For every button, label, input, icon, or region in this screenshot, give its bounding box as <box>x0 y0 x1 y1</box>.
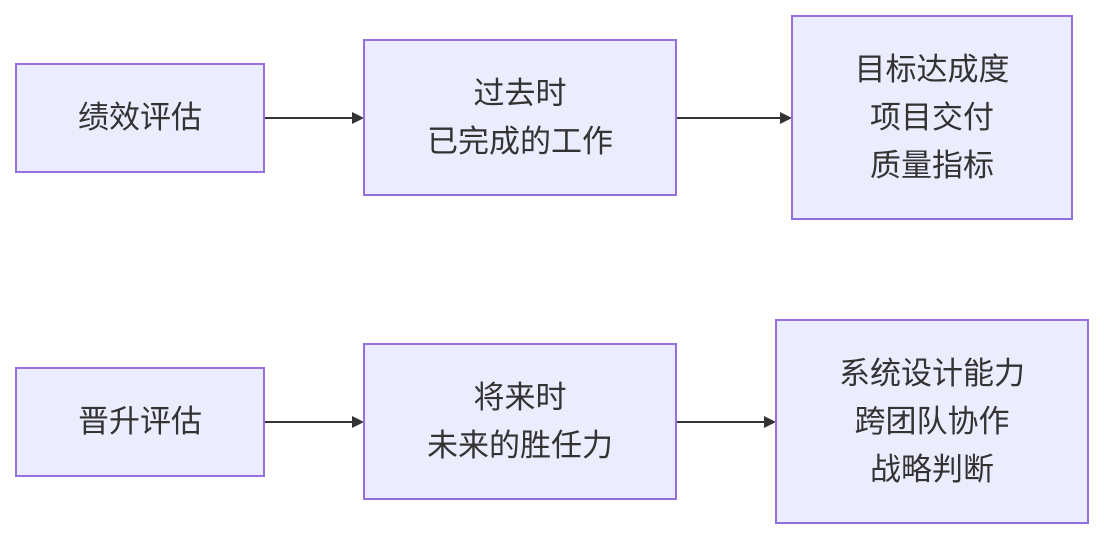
node-promo-criteria: 系统设计能力 跨团队协作 战略判断 <box>775 319 1089 524</box>
edges-layer <box>264 112 792 428</box>
node-promo-eval: 晋升评估 <box>15 367 265 477</box>
node-promo-criteria-line-2: 战略判断 <box>870 452 994 488</box>
node-future-tense-line-1: 未来的胜任力 <box>427 428 613 464</box>
node-past-tense-line-1: 已完成的工作 <box>427 124 613 160</box>
node-past-tense: 过去时 已完成的工作 <box>363 39 677 196</box>
node-perf-criteria-line-0: 目标达成度 <box>855 52 1010 88</box>
node-promo-criteria-line-1: 跨团队协作 <box>855 404 1010 440</box>
node-future-tense: 将来时 未来的胜任力 <box>363 343 677 500</box>
node-perf-criteria: 目标达成度 项目交付 质量指标 <box>791 15 1073 220</box>
node-promo-criteria-line-0: 系统设计能力 <box>839 356 1025 392</box>
node-perf-criteria-line-2: 质量指标 <box>870 148 994 184</box>
node-perf-criteria-line-1: 项目交付 <box>870 100 994 136</box>
node-perf-eval: 绩效评估 <box>15 63 265 173</box>
node-promo-eval-line-0: 晋升评估 <box>78 404 202 440</box>
node-perf-eval-line-0: 绩效评估 <box>78 100 202 136</box>
node-past-tense-line-0: 过去时 <box>474 76 567 112</box>
node-future-tense-line-0: 将来时 <box>474 380 567 416</box>
